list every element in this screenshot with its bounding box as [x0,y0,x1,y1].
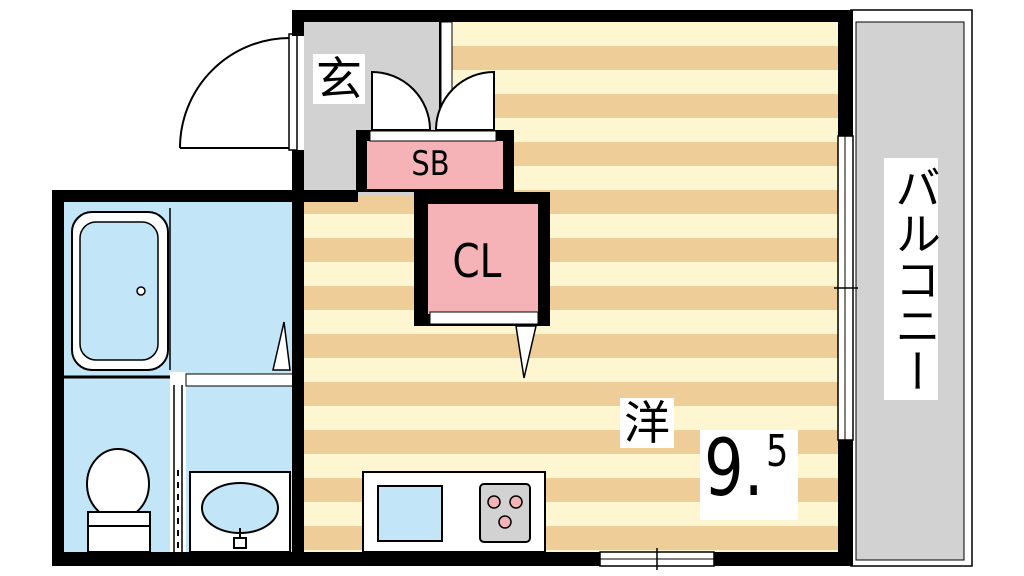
shoe-box-label: SB [411,144,450,184]
bathtub-icon [71,211,169,371]
stove-icon [479,483,531,543]
room-area-decimal: 5 [766,426,789,477]
shoe-box [356,130,514,192]
door-swing-icon [179,33,298,151]
entrance-label: 玄 [313,54,365,104]
balcony [850,9,973,567]
shoebox-door-icon [371,70,495,131]
western-room-label: 洋 [620,398,674,448]
balcony-label: バルコニー [884,158,942,400]
toilet-icon [86,448,151,553]
closet-label: CL [452,234,502,288]
room-area-label: 9.5 [700,424,799,520]
sink-icon [377,485,443,542]
closet [414,192,550,326]
bath-door-icon [272,321,291,371]
walls [52,10,853,566]
room-area-integer: 9. [704,424,764,514]
closet-door-icon [515,325,537,379]
washbasin-icon [189,471,291,553]
window [599,135,858,570]
